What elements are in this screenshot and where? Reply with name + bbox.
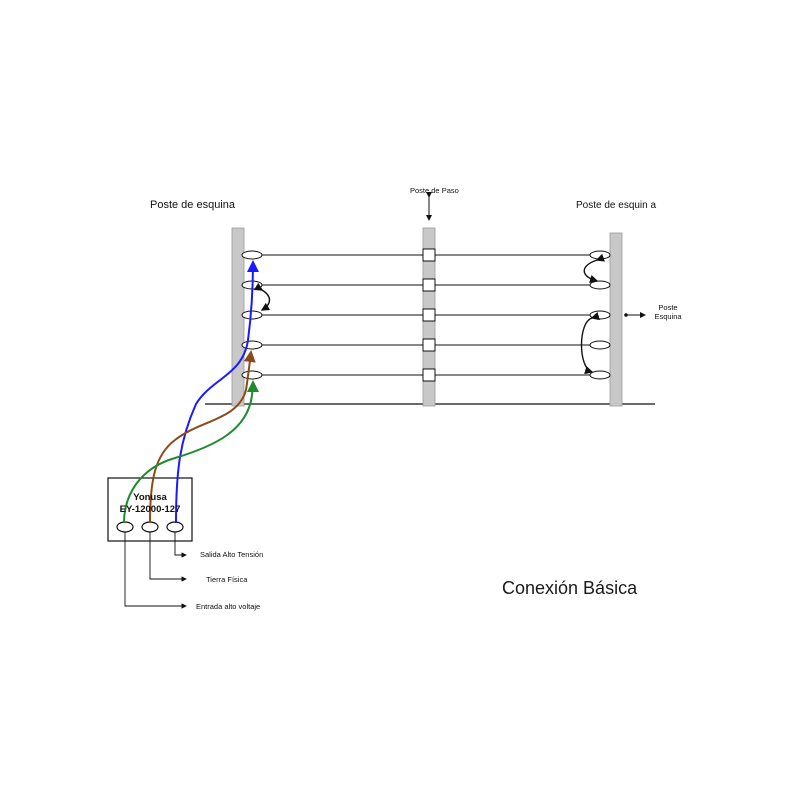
middle-insulators <box>422 248 436 382</box>
right-jumper-bottom <box>580 312 600 375</box>
cable-brown <box>149 350 256 524</box>
terminal-output-label: Salida Alto Tensión <box>200 550 264 559</box>
right-post-annotation-line1: Poste <box>658 303 678 312</box>
right-corner-post <box>609 232 623 407</box>
terminal-output-circle <box>166 521 184 533</box>
right-insulator-1 <box>589 250 611 260</box>
middle-insulator-1 <box>422 248 436 262</box>
energizer-model: EY-12000-127 <box>119 504 181 515</box>
right-jumper-top <box>583 253 605 284</box>
left-insulator-5 <box>241 370 263 380</box>
cable-blue <box>175 260 259 524</box>
leader-output <box>174 532 187 558</box>
energizer-label: Yonusa EY-12000-127 <box>108 492 192 516</box>
middle-insulator-4 <box>422 338 436 352</box>
terminal-ground-circle <box>141 521 159 533</box>
terminal-ground-label: Tierra Física <box>206 575 248 584</box>
left-corner-post-label: Poste de esquina <box>150 199 236 211</box>
right-insulators <box>589 250 611 380</box>
right-insulator-3 <box>589 310 611 320</box>
left-insulator-4 <box>241 340 263 350</box>
left-insulator-3 <box>241 310 263 320</box>
right-insulator-4 <box>589 340 611 350</box>
leader-input <box>124 532 187 609</box>
right-corner-post-label: Poste de esquin a <box>576 200 657 211</box>
leader-ground <box>149 532 187 582</box>
terminal-input-circle <box>116 521 134 533</box>
middle-insulator-3 <box>422 308 436 322</box>
right-insulator-2 <box>589 280 611 290</box>
right-post-annotation-line2: Esquina <box>654 312 682 321</box>
energizer-brand: Yonusa <box>133 492 167 503</box>
terminal-leaders <box>124 532 187 609</box>
energizer-terminals <box>116 521 184 533</box>
left-jumper <box>253 282 271 311</box>
right-post-dot <box>624 313 628 317</box>
left-insulator-1 <box>241 250 263 260</box>
right-insulator-5 <box>589 370 611 380</box>
cable-green <box>123 380 259 524</box>
diagram-title: Conexión Básica <box>502 578 638 598</box>
terminal-input-label: Entrada alto voltaje <box>196 602 261 611</box>
middle-post-label: Poste de Paso <box>410 186 459 195</box>
middle-insulator-5 <box>422 368 436 382</box>
right-post-annotation: Poste Esquina <box>648 303 688 321</box>
middle-insulator-2 <box>422 278 436 292</box>
